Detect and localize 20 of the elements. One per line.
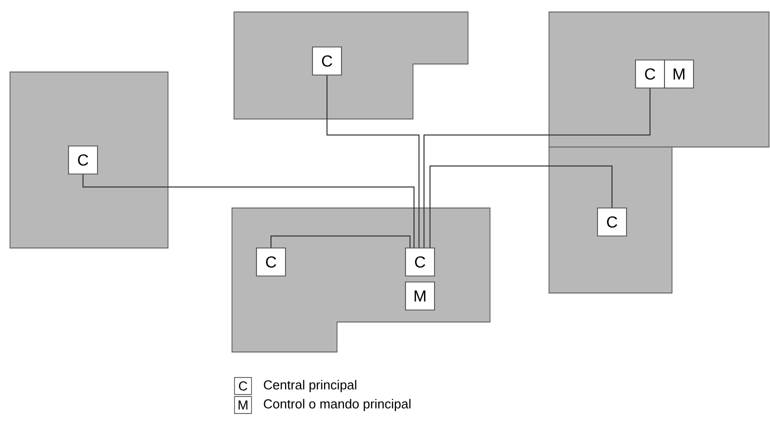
letter-box: C <box>68 146 98 174</box>
building-outline <box>232 208 490 352</box>
letter-box: C <box>597 208 627 236</box>
connection-line <box>424 88 650 248</box>
connection-line <box>326 74 420 248</box>
legend-text: Control o mando principal <box>264 398 410 412</box>
building-outline <box>548 146 672 294</box>
connection-line <box>82 174 414 248</box>
letter-box: M <box>405 282 435 310</box>
letter-box: C <box>405 248 435 276</box>
building-outline <box>10 72 168 248</box>
building-outline <box>234 12 468 120</box>
legend-text: Central principal <box>264 380 356 392</box>
letter-box: C <box>312 46 342 76</box>
letter-box: C <box>256 248 286 276</box>
letter-box: M <box>664 60 694 88</box>
letter-box: C <box>635 60 665 88</box>
building-outline <box>548 12 770 148</box>
connection-line <box>270 236 410 248</box>
connection-line <box>430 166 612 248</box>
